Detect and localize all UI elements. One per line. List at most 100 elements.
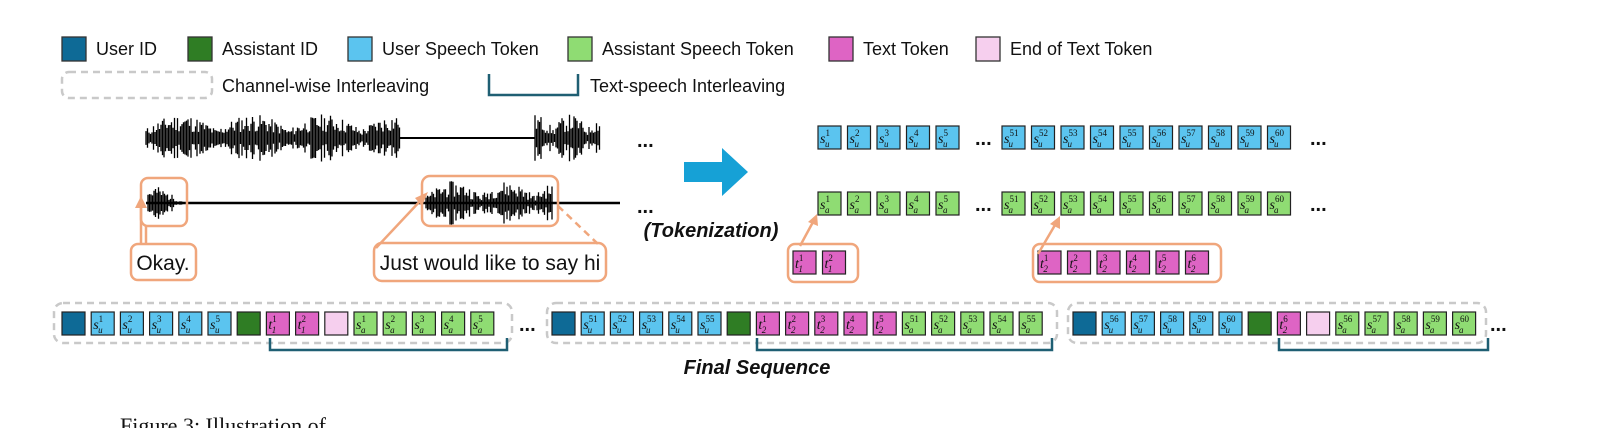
svg-text:s3a: s3a xyxy=(414,314,424,335)
svg-text:t52: t52 xyxy=(1158,253,1167,274)
transcript-annotations: Okay. Just would like to say hi xyxy=(129,174,608,283)
text-speech-bracket xyxy=(1277,338,1490,352)
legend-eot-token-swatch xyxy=(975,36,1001,62)
okay-transcript-box xyxy=(129,242,198,282)
ellipsis: ... xyxy=(975,128,992,150)
svg-text:s5u: s5u xyxy=(210,314,220,335)
text-speech-bracket xyxy=(755,338,1054,352)
legend-channel-label: Channel-wise Interleaving xyxy=(222,76,429,96)
assistant-waveform-hi xyxy=(425,181,553,225)
tokenization-arrow-icon xyxy=(684,148,748,196)
svg-text:t32: t32 xyxy=(817,314,826,335)
end-of-text-token xyxy=(1305,311,1331,336)
svg-text:t22: t22 xyxy=(1070,253,1078,274)
svg-text:s2u: s2u xyxy=(850,128,860,149)
ellipsis: ... xyxy=(1490,314,1507,336)
legend-user-id-label: User ID xyxy=(96,39,157,59)
ellipsis: ... xyxy=(1310,194,1327,216)
text-speech-bracket xyxy=(268,338,509,352)
svg-text:s5a: s5a xyxy=(938,194,948,215)
svg-text:t32: t32 xyxy=(1099,253,1108,274)
user-id-token xyxy=(61,311,86,336)
svg-text:t52: t52 xyxy=(875,314,884,335)
legend-user-speech-label: User Speech Token xyxy=(382,39,539,59)
svg-text:t42: t42 xyxy=(1129,253,1138,274)
final-sequence-label: Final Sequence xyxy=(684,357,831,379)
legend: User ID Assistant ID User Speech Token A… xyxy=(60,36,1152,100)
legend-channel-dashed-box xyxy=(60,70,214,100)
legend-eot-token-label: End of Text Token xyxy=(1010,39,1152,59)
hi-dashed-connector xyxy=(557,205,599,245)
channel-interleaving-group xyxy=(1066,301,1488,345)
legend-text-token-swatch xyxy=(828,36,854,62)
svg-text:s1u: s1u xyxy=(93,314,103,335)
assistant-id-token xyxy=(1247,311,1272,336)
user-waveform-tail xyxy=(534,114,601,162)
hi-transcript-box xyxy=(372,241,608,283)
svg-text:s3u: s3u xyxy=(879,128,889,149)
user-id-token xyxy=(1072,311,1097,336)
channel-interleaving-group xyxy=(52,301,514,345)
svg-text:s4u: s4u xyxy=(181,314,191,335)
hi-text-tokens-box xyxy=(1031,242,1223,284)
svg-text:s1a: s1a xyxy=(820,194,830,215)
hi-arrow-head xyxy=(415,192,428,206)
svg-text:t62: t62 xyxy=(1279,314,1288,335)
svg-text:s2a: s2a xyxy=(385,314,395,335)
assistant-waveform-ellipsis: ... xyxy=(637,196,654,218)
assistant-id-token xyxy=(726,311,751,336)
svg-text:t22: t22 xyxy=(788,314,796,335)
hi-arrow-line xyxy=(375,198,423,249)
legend-assistant-id-swatch xyxy=(187,36,213,62)
svg-text:s1a: s1a xyxy=(356,314,366,335)
waveform-group xyxy=(145,114,620,225)
hi-token-arrow xyxy=(1036,224,1057,255)
